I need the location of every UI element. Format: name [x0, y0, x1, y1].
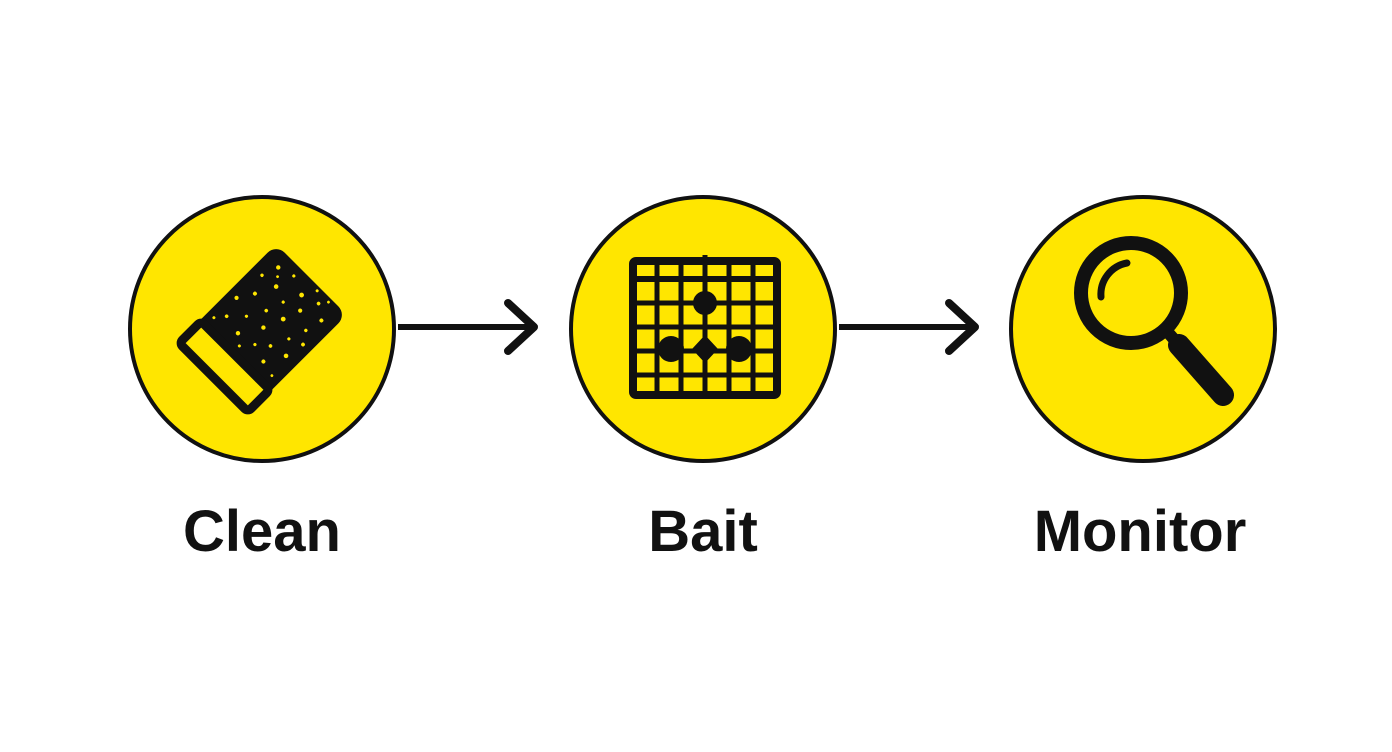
sponge-icon [176, 249, 342, 415]
arrow-right-icon [398, 299, 538, 355]
arrow-right-icon [839, 299, 979, 355]
step-clean-circle [128, 195, 396, 463]
trap-grid-icon [629, 255, 781, 399]
step-monitor-circle [1009, 195, 1277, 463]
step-label-clean: Clean [183, 499, 341, 564]
step-bait-circle [569, 195, 837, 463]
magnifying-glass-icon [1074, 236, 1234, 406]
step-label-bait: Bait [648, 499, 758, 564]
step-label-monitor: Monitor [1033, 499, 1247, 564]
